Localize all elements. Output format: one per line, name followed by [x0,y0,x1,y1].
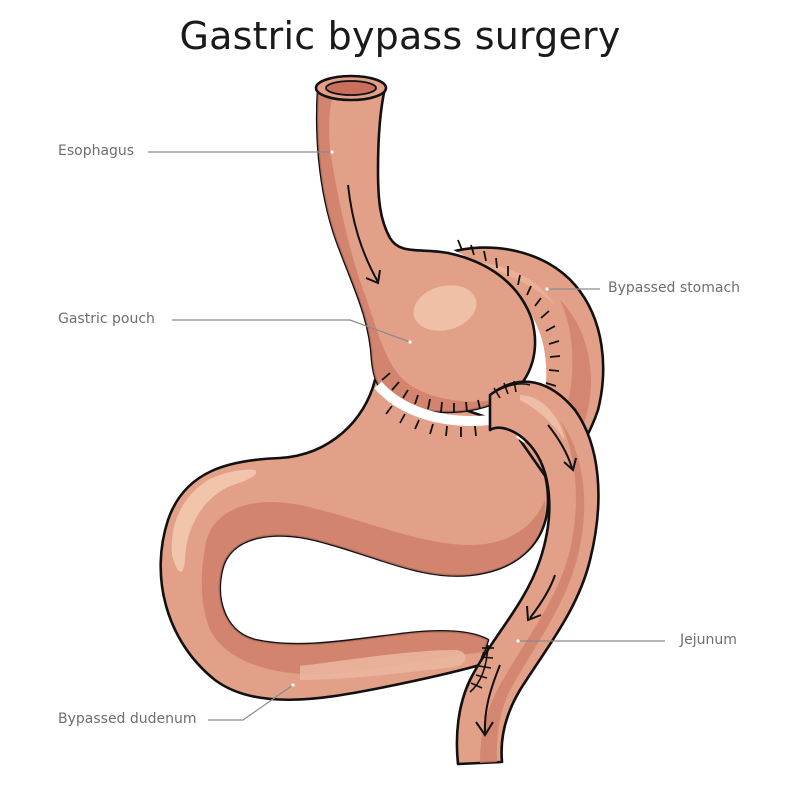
flow-arrow-icon [347,184,379,283]
lower-staple-gap [374,381,491,426]
gastric-pouch-shape [315,86,537,414]
diagram-title: Gastric bypass surgery [179,14,621,58]
leader-lines [148,151,665,721]
flow-arrow-icon [547,424,573,469]
flow-arrow-icon [483,664,501,734]
label-gastric-pouch: Gastric pouch [58,311,155,327]
anastomosis-stitches [469,380,531,693]
label-jejunum: Jejunum [680,632,737,648]
label-esophagus: Esophagus [58,143,135,159]
staple-ticks-stomach [457,239,561,401]
staple-ticks-pouch [381,372,481,437]
label-bypassed-duodenum: Bypassed dudenum [58,711,197,727]
jejunum-shape [455,380,600,766]
flow-arrow-icon [529,574,556,619]
label-bypassed-stomach: Bypassed stomach [608,280,741,296]
bypassed-duodenum-shape [159,378,550,702]
leader-dots [291,150,549,687]
